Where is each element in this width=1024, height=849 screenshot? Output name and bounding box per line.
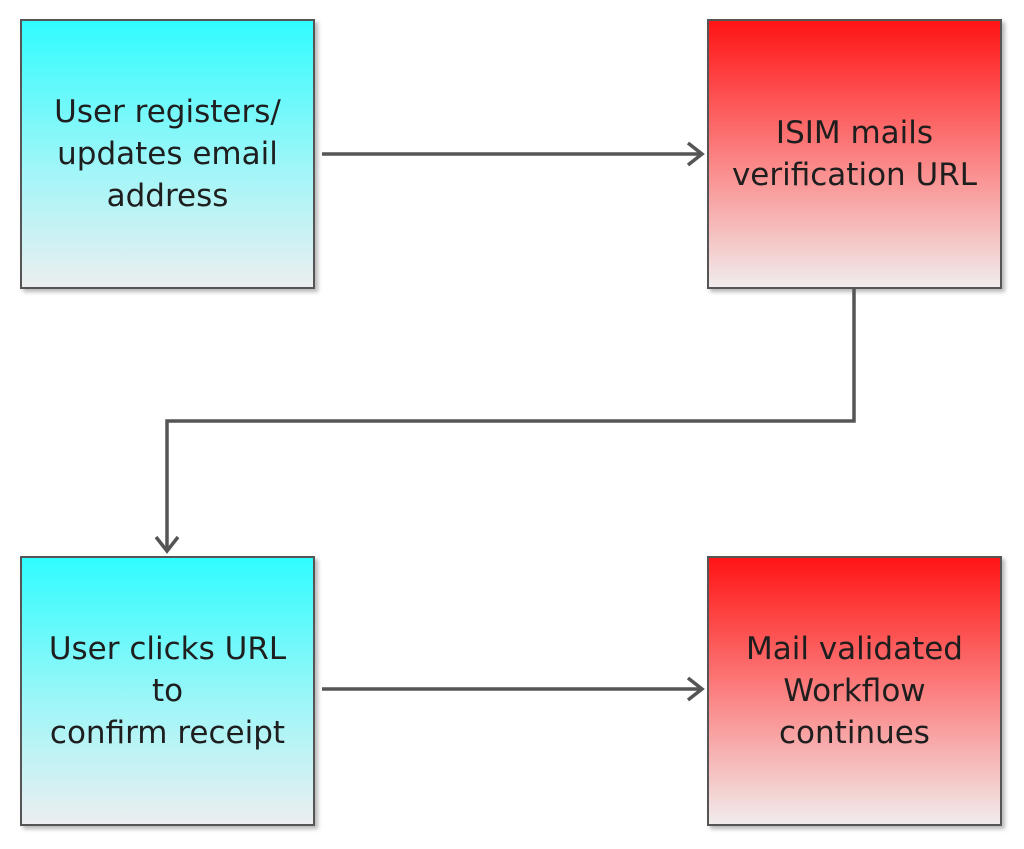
- node-mail-validated: Mail validated Workflow continues: [707, 556, 1002, 826]
- node-isim-mails-url: ISIM mails verification URL: [707, 19, 1002, 289]
- node-label: User registers/ updates email address: [54, 94, 281, 214]
- arrowhead-n2-to-n3: [154, 535, 180, 554]
- node-user-registers: User registers/ updates email address: [20, 19, 315, 289]
- node-label: Mail validated Workflow continues: [746, 631, 963, 751]
- arrowhead-n1-to-n2: [686, 141, 705, 167]
- node-label: User clicks URL to confirm receipt: [48, 631, 287, 751]
- arrowhead-n3-to-n4: [686, 676, 705, 702]
- node-label: ISIM mails verification URL: [731, 115, 978, 193]
- node-user-clicks-url: User clicks URL to confirm receipt: [20, 556, 315, 826]
- arrow-n2-to-n3: [165, 289, 856, 549]
